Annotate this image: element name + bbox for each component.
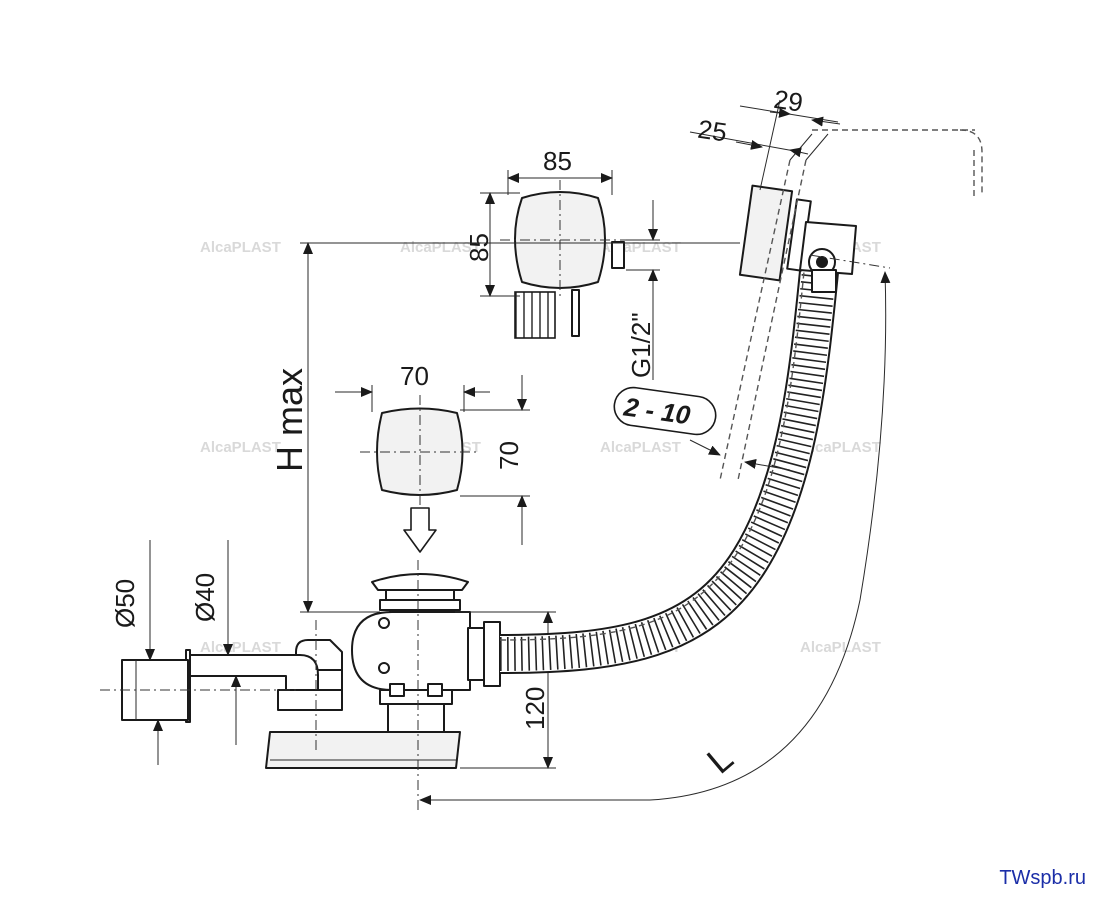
watermark: AlcaPLAST: [200, 439, 281, 456]
waste-body: [100, 560, 501, 810]
dim-29-label: 29: [772, 84, 805, 118]
dimension-width-85: 85: [507, 146, 613, 195]
dimension-hmax: H max: [269, 242, 740, 613]
watermark: AlcaPLAST: [600, 439, 681, 456]
dim-length-label: L: [699, 737, 741, 781]
watermark: AlcaPLAST: [800, 639, 881, 656]
dim-70-height-label: 70: [494, 441, 524, 470]
dimension-width-70: 70: [335, 361, 490, 412]
dim-hmax-label: H max: [269, 368, 310, 472]
dim-85-width-label: 85: [543, 146, 572, 176]
watermark: AlcaPLAST: [200, 239, 281, 256]
plug-cap: [360, 395, 480, 508]
dim-120-label: 120: [520, 687, 550, 730]
dimension-d50: Ø50: [110, 540, 163, 765]
dim-thread-label: G1/2": [626, 312, 656, 378]
dimension-d40: Ø40: [190, 540, 241, 745]
dimension-wall-range: 2 - 10: [613, 386, 791, 471]
watermark: AlcaPLAST: [200, 639, 281, 656]
dim-25-label: 25: [696, 114, 729, 148]
dim-70-width-label: 70: [400, 361, 429, 391]
dim-d40-label: Ø40: [190, 573, 220, 622]
dim-d50-label: Ø50: [110, 579, 140, 628]
site-watermark: TWspb.ru: [999, 867, 1086, 889]
assembly-arrow: [403, 507, 437, 553]
overflow-elbow: [719, 129, 983, 481]
dim-85-height-label: 85: [464, 233, 494, 262]
dimension-29: 29: [739, 84, 841, 191]
dimension-height-70: 70: [460, 375, 530, 545]
dimension-25: 25: [689, 114, 809, 158]
dimension-height-85: 85: [464, 192, 520, 297]
dimension-thread: G1/2": [626, 200, 660, 380]
overflow-rosette: [500, 180, 628, 339]
